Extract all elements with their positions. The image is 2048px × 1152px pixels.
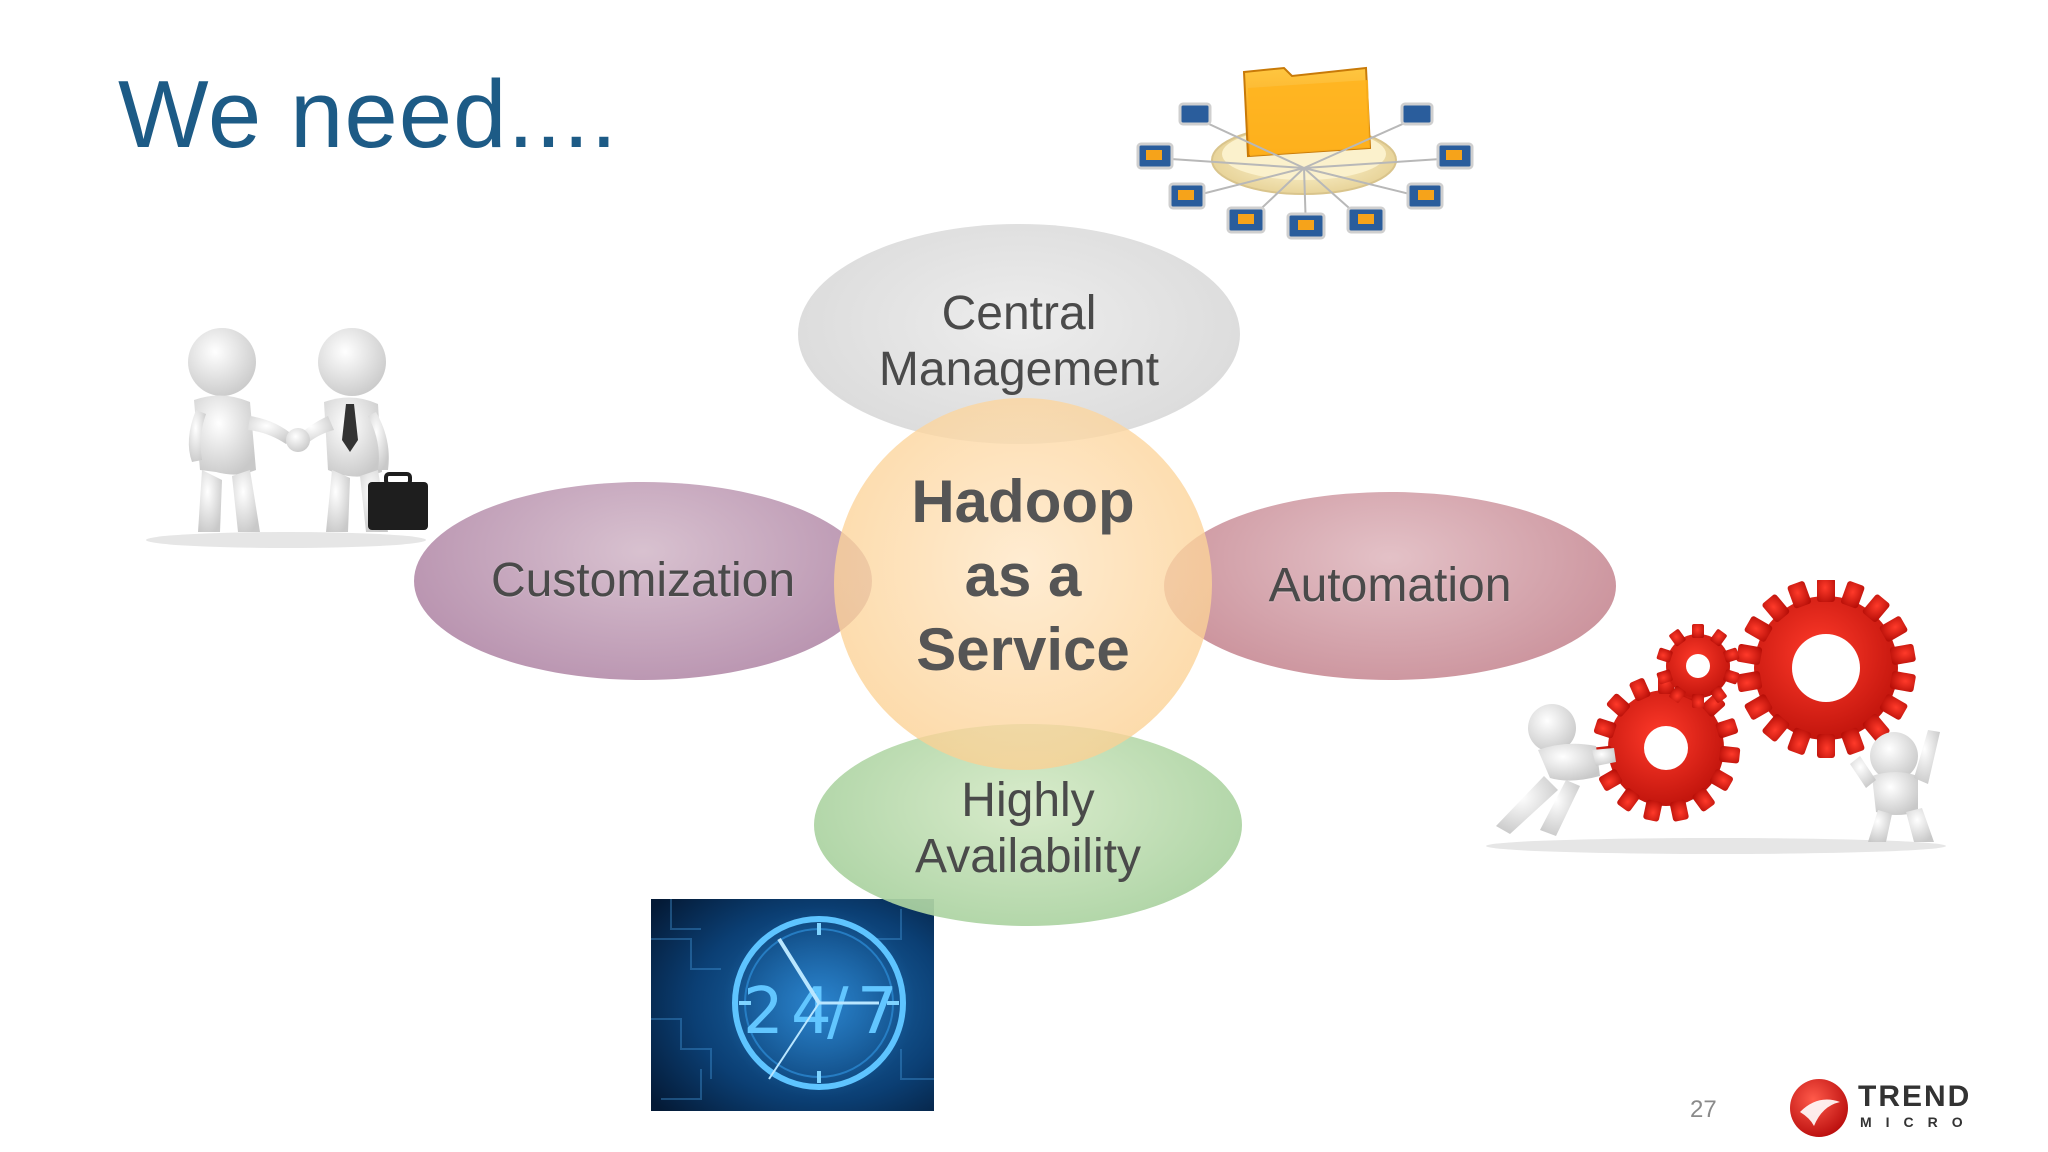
automation-node: Automation bbox=[1164, 492, 1616, 680]
center-line2: as a bbox=[964, 542, 1082, 609]
high-availability-line2: Availability bbox=[915, 830, 1141, 883]
central-management-line2: Management bbox=[878, 343, 1160, 396]
handshake-figures-icon bbox=[146, 320, 436, 550]
trend-micro-logo: TREND MICRO bbox=[1788, 1076, 1978, 1140]
hadoop-as-a-service-node: Hadoop as a Service bbox=[834, 398, 1212, 770]
slide-title: We need.... bbox=[118, 61, 619, 168]
central-management-line1: Central bbox=[941, 287, 1097, 340]
high-availability-node: Highly Availability bbox=[814, 724, 1242, 926]
logo-sub: MICRO bbox=[1860, 1114, 1977, 1130]
svg-text:/: / bbox=[827, 975, 849, 1049]
center-line3: Service bbox=[916, 616, 1130, 683]
gears-figures-icon bbox=[1466, 578, 1946, 860]
automation-label: Automation bbox=[1268, 559, 1512, 612]
logo-word: TREND bbox=[1858, 1080, 1972, 1113]
svg-text:7: 7 bbox=[857, 975, 898, 1049]
page-number: 27 bbox=[1690, 1096, 1717, 1123]
clock-24-7-icon: 2 4 / 7 bbox=[651, 899, 934, 1111]
customization-label: Customization bbox=[490, 554, 796, 607]
central-management-node: Central Management bbox=[798, 224, 1240, 444]
svg-text:2: 2 bbox=[743, 975, 784, 1049]
folder-network-icon bbox=[1116, 48, 1492, 248]
high-availability-line1: Highly bbox=[961, 774, 1095, 827]
center-line1: Hadoop bbox=[911, 468, 1135, 535]
trend-micro-logo-icon bbox=[1790, 1079, 1848, 1137]
customization-node: Customization bbox=[414, 482, 872, 680]
